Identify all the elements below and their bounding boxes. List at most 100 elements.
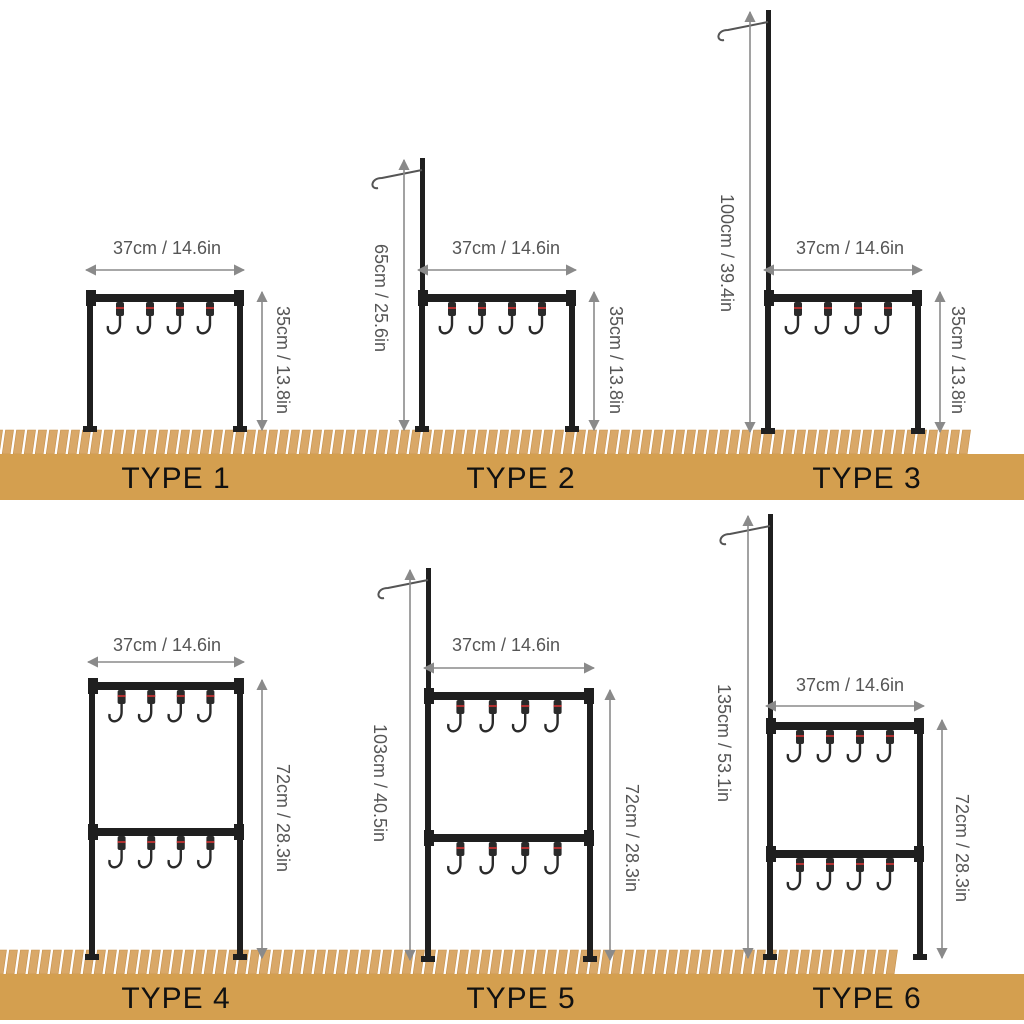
deck-slat bbox=[870, 429, 883, 455]
deck-slat bbox=[859, 429, 872, 455]
type-1-crossbar-1-hook-4-hook bbox=[196, 316, 212, 335]
deck-slat bbox=[474, 429, 487, 455]
type-3-crossbar-1 bbox=[768, 294, 918, 302]
deck-slat bbox=[375, 429, 388, 455]
deck-slat bbox=[434, 949, 447, 975]
deck-slat bbox=[401, 949, 414, 975]
deck-slat bbox=[573, 429, 586, 455]
deck-slat bbox=[192, 949, 205, 975]
deck-slat bbox=[177, 429, 190, 455]
type-1-height-label: 35cm / 13.8in bbox=[273, 305, 293, 415]
type-5-crossbar-1-joint-left bbox=[424, 688, 434, 704]
type-5-label: TYPE 5 bbox=[466, 982, 576, 1015]
deck-slat bbox=[159, 949, 172, 975]
deck-slat bbox=[489, 949, 502, 975]
deck-slat bbox=[60, 949, 73, 975]
type-1-foot-left bbox=[83, 426, 97, 432]
type-5-crossbar-2-joint-left bbox=[424, 830, 434, 846]
type-6-leg-left bbox=[767, 720, 773, 958]
deck-slat bbox=[665, 949, 678, 975]
type-1-crossbar-1-joint-left bbox=[86, 290, 96, 306]
deck-slat bbox=[221, 429, 234, 455]
deck-slat bbox=[650, 429, 663, 455]
deck-band bbox=[0, 454, 1024, 500]
deck-slat bbox=[280, 949, 293, 975]
deck-slat bbox=[676, 949, 689, 975]
type-3-pole-height-label: 100cm / 39.4in bbox=[717, 193, 737, 313]
deck-slat bbox=[555, 949, 568, 975]
deck-slat bbox=[38, 949, 51, 975]
type-3-crossbar-1-hook-2-hook bbox=[814, 316, 830, 335]
type-3-lantern-pole bbox=[766, 10, 771, 294]
type-6-crossbar-1-joint-right bbox=[914, 718, 924, 734]
type-2-crossbar-1-hook-4-hook bbox=[528, 316, 544, 335]
deck-slat bbox=[562, 429, 575, 455]
type-2-foot-left bbox=[415, 426, 429, 432]
type-2-crossbar-1 bbox=[422, 294, 572, 302]
deck-slat bbox=[815, 429, 828, 455]
type-2-foot-right bbox=[565, 426, 579, 432]
type-4-label: TYPE 4 bbox=[121, 982, 231, 1015]
deck-slat bbox=[353, 429, 366, 455]
type-2-crossbar-1-hook-1-hook bbox=[438, 316, 454, 335]
type-4-crossbar-2-joint-right bbox=[234, 824, 244, 840]
type-4-foot-right bbox=[233, 954, 247, 960]
type-5-crossbar-1-hook-4-hook bbox=[544, 714, 559, 733]
deck-slat bbox=[654, 949, 667, 975]
deck-slat bbox=[500, 949, 513, 975]
type-6-crossbar-1-hook-4-hook bbox=[876, 744, 892, 763]
deck-slat bbox=[225, 949, 238, 975]
deck-slat bbox=[445, 949, 458, 975]
type-3-crossbar-1-joint-right bbox=[912, 290, 922, 306]
deck-slat bbox=[863, 949, 876, 975]
deck-slat bbox=[830, 949, 843, 975]
type-2-lantern-pole bbox=[420, 158, 425, 294]
deck-slat bbox=[463, 429, 476, 455]
deck-slat bbox=[672, 429, 685, 455]
deck-slat bbox=[731, 949, 744, 975]
deck-slat bbox=[694, 429, 707, 455]
deck-slat bbox=[775, 949, 788, 975]
type-6-width-label: 37cm / 14.6in bbox=[795, 675, 905, 695]
type-4-crossbar-1-joint-left bbox=[88, 678, 98, 694]
deck-slat bbox=[302, 949, 315, 975]
deck-slat bbox=[709, 949, 722, 975]
deck-slat bbox=[610, 949, 623, 975]
type-6-lantern-pole bbox=[768, 514, 773, 722]
deck-slat bbox=[170, 949, 183, 975]
type-4-crossbar-1-hook-1-hook bbox=[108, 704, 123, 723]
type-4-leg-right bbox=[237, 680, 243, 958]
deck-slat bbox=[621, 949, 634, 975]
type-4-crossbar-1 bbox=[92, 682, 240, 690]
type-4-crossbar-2-joint-left bbox=[88, 824, 98, 840]
type-3-crossbar-1-hook-4-hook bbox=[874, 316, 890, 335]
deck-slat bbox=[533, 949, 546, 975]
type-3-crossbar-1-joint-left bbox=[764, 290, 774, 306]
type-4-crossbar-2-hook-3-hook bbox=[167, 850, 182, 869]
type-1-leg-left bbox=[87, 292, 93, 430]
deck-slat bbox=[511, 949, 524, 975]
type-5-width-label: 37cm / 14.6in bbox=[451, 635, 561, 655]
type-6-crossbar-1-hook-1-hook bbox=[786, 744, 802, 763]
deck-slat bbox=[298, 429, 311, 455]
deck-slat bbox=[368, 949, 381, 975]
type-3-lantern-hook bbox=[717, 21, 769, 42]
deck-slat bbox=[23, 429, 36, 455]
type-5-crossbar-2-joint-right bbox=[584, 830, 594, 846]
type-2-width-label: 37cm / 14.6in bbox=[451, 238, 561, 258]
deck-band bbox=[0, 974, 1024, 1020]
type-6-crossbar-2-joint-right bbox=[914, 846, 924, 862]
deck-slat bbox=[507, 429, 520, 455]
deck-slat bbox=[705, 429, 718, 455]
deck-slat bbox=[716, 429, 729, 455]
deck-slat bbox=[1, 429, 14, 455]
deck-slat bbox=[749, 429, 762, 455]
type-5-leg-left bbox=[425, 690, 431, 960]
type-6-crossbar-2-hook-1-hook bbox=[786, 872, 802, 891]
type-6-lantern-hook bbox=[719, 525, 771, 546]
deck-slat bbox=[874, 949, 887, 975]
deck-slat bbox=[881, 429, 894, 455]
deck-slat bbox=[148, 949, 161, 975]
type-5-crossbar-2-hook-2-hook bbox=[479, 856, 494, 875]
type-1-label: TYPE 1 bbox=[121, 462, 231, 495]
